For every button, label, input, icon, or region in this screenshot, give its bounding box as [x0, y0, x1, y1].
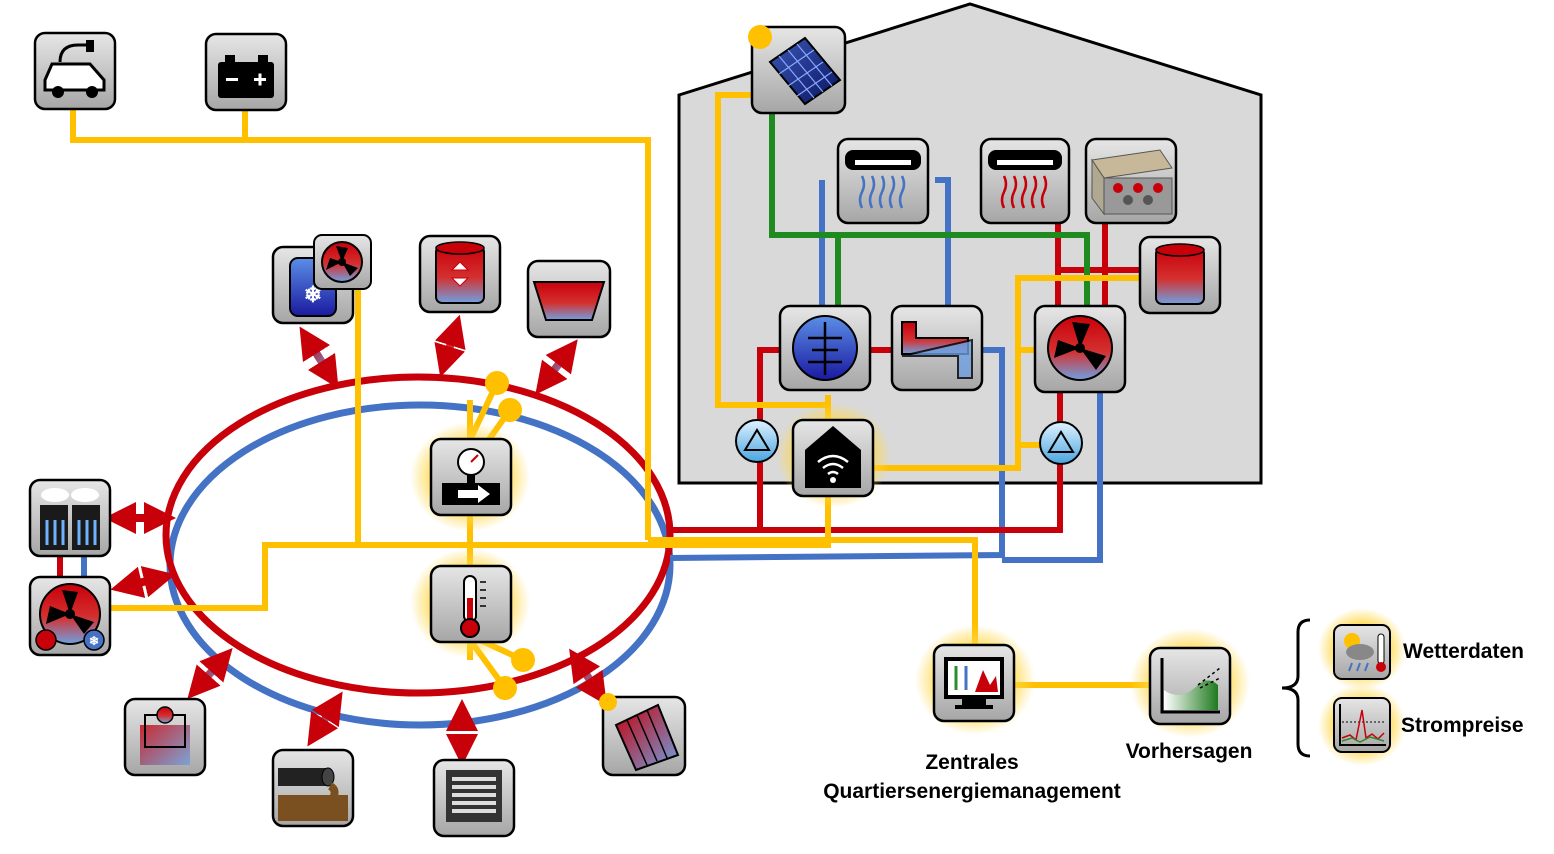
pump-icon[interactable] — [735, 419, 779, 463]
heating-unit-icon[interactable] — [979, 137, 1071, 225]
pv-panel-icon[interactable] — [748, 25, 847, 115]
cold-storage-heat-pump-icon[interactable]: ❄ — [271, 234, 372, 325]
prices-label: Strompreise — [1401, 714, 1524, 737]
solar-thermal-collector-icon[interactable] — [599, 693, 687, 777]
price-chart-icon[interactable] — [1333, 697, 1391, 753]
thermometer-sensor-icon[interactable] — [429, 564, 513, 644]
pump-icon[interactable] — [1039, 421, 1083, 465]
brace-icon — [1281, 618, 1311, 758]
district-network-ring — [162, 373, 674, 729]
pressure-gauge-sensor-icon[interactable] — [429, 437, 513, 517]
controller-label-line2: Quartiersenergiemanagement — [823, 780, 1121, 803]
building-heat-exchanger-icon[interactable] — [890, 304, 984, 392]
building-heat-pump-icon[interactable] — [1033, 304, 1127, 394]
cooling-tower-icon[interactable] — [28, 478, 112, 558]
smart-home-gateway-icon[interactable] — [791, 418, 875, 498]
monitoring-screen-icon[interactable] — [932, 643, 1016, 723]
data-center-icon[interactable] — [432, 758, 516, 838]
heat-exchanger-loop-icon[interactable] — [123, 697, 207, 777]
hot-ring — [162, 373, 674, 697]
weather-icon[interactable] — [1333, 624, 1391, 680]
concrete-core-activation-icon[interactable] — [1084, 137, 1178, 225]
exchange-arrows — [57, 314, 607, 766]
svg-text:❄: ❄ — [89, 634, 99, 648]
forecast-chart-icon[interactable] — [1148, 646, 1232, 726]
controller-label-line1: Zentrales — [925, 751, 1018, 774]
forecast-label: Vorhersagen — [1126, 740, 1253, 763]
wastewater-icon[interactable] — [271, 748, 355, 828]
electric-vehicle-icon[interactable] — [33, 31, 117, 111]
cooling-unit-icon[interactable] — [836, 137, 930, 225]
weather-label: Wetterdaten — [1403, 640, 1524, 663]
central-heat-pump-icon[interactable]: ❄ — [28, 575, 112, 657]
building-buffer-tank-icon[interactable] — [1138, 235, 1222, 315]
transfer-station-icon[interactable] — [778, 304, 872, 392]
sensor-nodes — [485, 371, 535, 700]
battery-icon[interactable] — [204, 32, 288, 112]
thermal-storage-icon[interactable] — [418, 234, 502, 314]
seasonal-pit-storage-icon[interactable] — [526, 259, 612, 339]
